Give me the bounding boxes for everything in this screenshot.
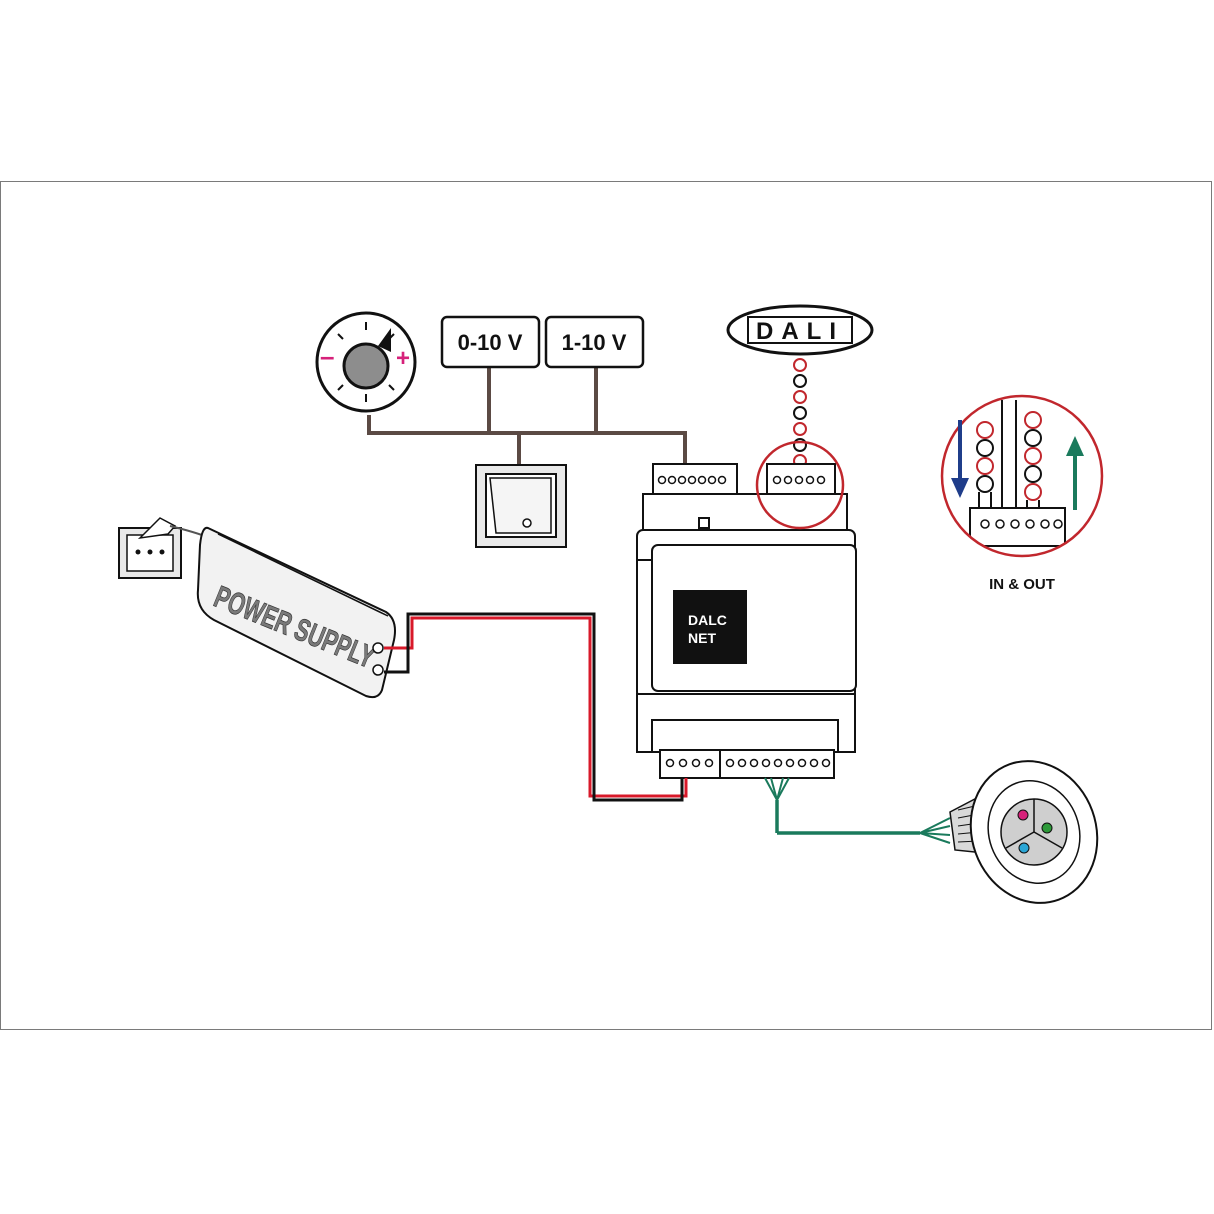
output-wires — [764, 777, 951, 844]
dali-label: DALI — [756, 318, 844, 345]
push-button-switch — [475, 464, 567, 548]
power-wires — [384, 612, 688, 802]
knob-plus-sign: + — [396, 345, 410, 372]
dalc-net-logo: DALC NET — [673, 590, 747, 664]
arrow-in-icon — [951, 420, 969, 498]
dali-terminal-highlight — [755, 440, 845, 530]
dali-bus-badge: DALI — [726, 304, 874, 356]
voltage-1-10-label: 1-10 V — [562, 330, 627, 355]
top-terminal-screws — [657, 475, 826, 485]
logo-line-1: DALC — [688, 612, 727, 628]
wall-socket — [118, 517, 211, 579]
voltage-0-10-label: 0-10 V — [458, 330, 523, 355]
led-red — [1017, 809, 1029, 821]
led-blue — [1018, 842, 1030, 854]
diagram-frame — [0, 181, 1212, 1030]
power-supply-unit: POWER SUPPLY — [196, 526, 396, 699]
voltage-1-10-box: 1-10 V — [544, 315, 645, 369]
led-green — [1041, 822, 1053, 834]
led-downlight — [949, 760, 1099, 904]
in-out-caption: IN & OUT — [989, 576, 1055, 593]
logo-line-2: NET — [688, 630, 716, 646]
in-out-detail: IN & OUT — [940, 394, 1104, 593]
potentiometer-knob: – + — [315, 311, 417, 413]
dali-twisted-pair — [793, 358, 807, 468]
voltage-0-10-box: 0-10 V — [440, 315, 541, 369]
knob-minus-sign: – — [320, 341, 334, 371]
bottom-terminal-screws — [665, 758, 831, 768]
control-bus-wires — [367, 366, 687, 466]
arrow-out-icon — [1066, 436, 1084, 510]
